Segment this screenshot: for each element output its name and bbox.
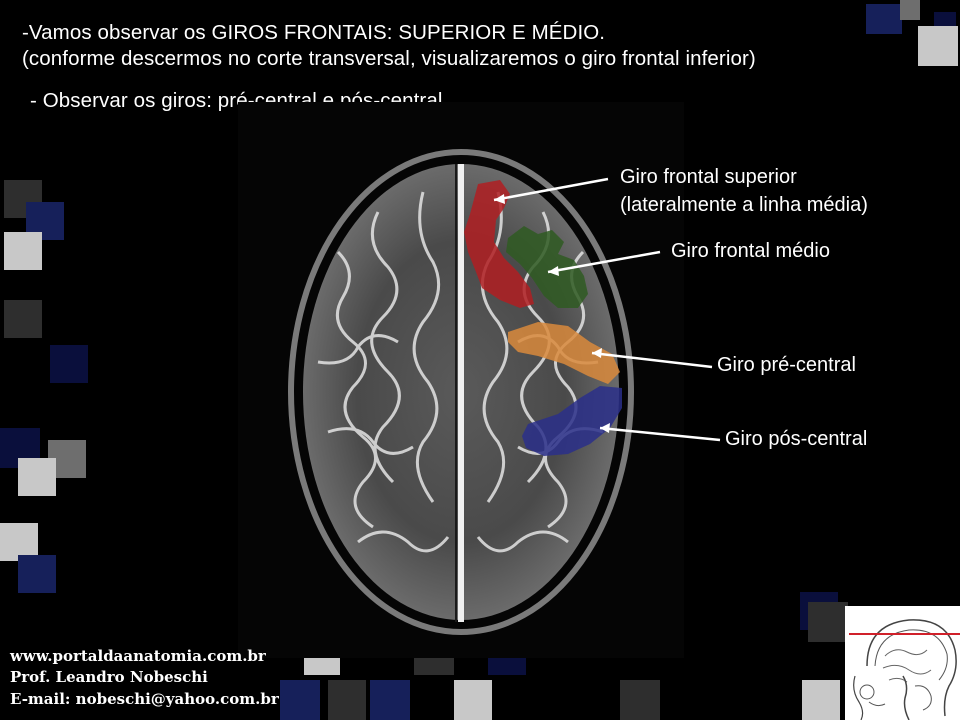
credit-site: www.portaldaanatomia.com.br — [10, 647, 266, 665]
label-frontal-medio: Giro frontal médio — [671, 240, 830, 262]
credit-email: E-mail: nobeschi@yahoo.com.br — [10, 690, 279, 708]
region-frontal-superior — [464, 180, 534, 308]
header-line-2: (conforme descermos no corte transversal… — [22, 47, 756, 70]
label-frontal-superior-note: (lateralmente a linha média) — [620, 194, 868, 216]
label-pre-central: Giro pré-central — [717, 354, 856, 376]
region-frontal-medio — [506, 226, 588, 308]
header-line-1: -Vamos observar os GIROS FRONTAIS: SUPER… — [22, 21, 606, 44]
label-frontal-superior: Giro frontal superior — [620, 166, 797, 188]
sagittal-sketch — [849, 619, 960, 720]
mri-drawing — [288, 149, 634, 635]
region-pre-central — [508, 322, 620, 384]
sagittal-thumbnail — [845, 606, 960, 720]
label-pos-central: Giro pós-central — [725, 428, 868, 450]
skull-outline — [288, 149, 634, 635]
mri-axial-image — [238, 102, 684, 658]
region-pos-central — [522, 386, 622, 456]
credit-author: Prof. Leandro Nobeschi — [10, 668, 208, 686]
